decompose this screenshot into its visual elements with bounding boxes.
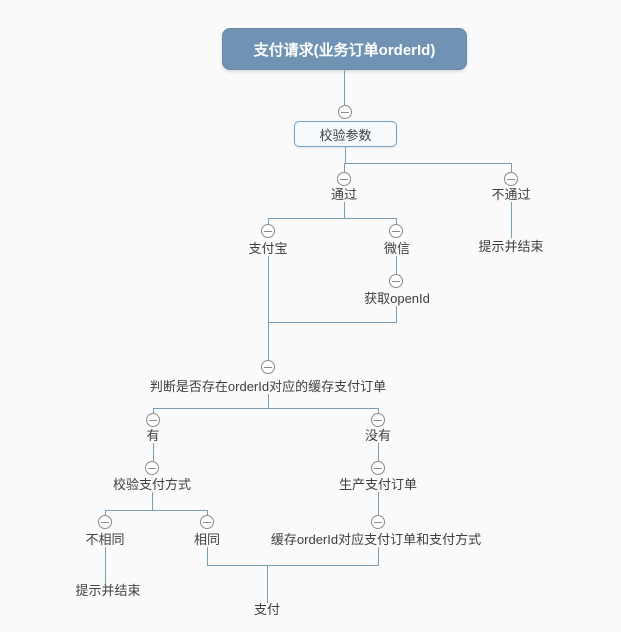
connector-line	[268, 218, 269, 224]
node-has[interactable]: 有	[146, 428, 160, 443]
collapse-icon[interactable]	[146, 413, 160, 427]
collapse-icon[interactable]	[504, 172, 518, 186]
connector-line	[344, 202, 345, 218]
node-not-same-end[interactable]: 提示并结束	[75, 583, 141, 598]
connector-line	[344, 70, 345, 105]
node-check-method[interactable]: 校验支付方式	[112, 477, 192, 492]
connector-line	[267, 565, 268, 603]
node-cache-order[interactable]: 缓存orderId对应支付订单和支付方式	[270, 532, 482, 547]
node-root[interactable]: 支付请求(业务订单orderId)	[222, 28, 467, 70]
connector-line	[268, 394, 269, 408]
connector-line	[268, 218, 397, 219]
node-create-order[interactable]: 生产支付订单	[338, 477, 418, 492]
connector-line	[344, 163, 512, 164]
node-none[interactable]: 没有	[364, 428, 392, 443]
connector-line	[207, 565, 379, 566]
collapse-icon[interactable]	[371, 515, 385, 529]
node-pay[interactable]: 支付	[253, 602, 281, 617]
node-alipay[interactable]: 支付宝	[248, 241, 288, 256]
node-wechat[interactable]: 微信	[383, 241, 411, 256]
collapse-icon[interactable]	[145, 461, 159, 475]
connector-line	[268, 322, 397, 323]
connector-line	[268, 256, 269, 360]
connector-line	[345, 147, 346, 163]
connector-line	[105, 547, 106, 584]
node-openid[interactable]: 获取openId	[364, 291, 430, 306]
connector-line	[152, 492, 153, 510]
node-validate[interactable]: 校验参数	[294, 121, 397, 147]
collapse-icon[interactable]	[98, 515, 112, 529]
node-not-same[interactable]: 不相同	[85, 532, 125, 547]
connector-line	[396, 306, 397, 322]
connector-line	[105, 510, 208, 511]
node-fail-end[interactable]: 提示并结束	[478, 239, 544, 254]
collapse-icon[interactable]	[337, 172, 351, 186]
collapse-icon[interactable]	[389, 274, 403, 288]
node-fail[interactable]: 不通过	[491, 187, 531, 202]
connector-line	[378, 443, 379, 461]
collapse-icon[interactable]	[371, 461, 385, 475]
connector-line	[378, 492, 379, 515]
connector-line	[207, 510, 208, 515]
connector-line	[511, 202, 512, 238]
collapse-icon[interactable]	[389, 224, 403, 238]
collapse-icon[interactable]	[338, 105, 352, 119]
connector-line	[153, 408, 379, 409]
connector-line	[511, 163, 512, 172]
collapse-icon[interactable]	[200, 515, 214, 529]
collapse-icon[interactable]	[371, 413, 385, 427]
connector-line	[396, 218, 397, 224]
connector-line	[153, 443, 154, 461]
connector-line	[105, 510, 106, 515]
connector-line	[153, 408, 154, 413]
connector-line	[378, 547, 379, 565]
connector-line	[378, 408, 379, 413]
node-pass[interactable]: 通过	[330, 187, 358, 202]
connector-line	[207, 547, 208, 565]
collapse-icon[interactable]	[261, 360, 275, 374]
node-judge[interactable]: 判断是否存在orderId对应的缓存支付订单	[149, 379, 387, 394]
connector-line	[344, 163, 345, 172]
collapse-icon[interactable]	[261, 224, 275, 238]
node-same[interactable]: 相同	[193, 532, 221, 547]
connector-line	[396, 256, 397, 274]
